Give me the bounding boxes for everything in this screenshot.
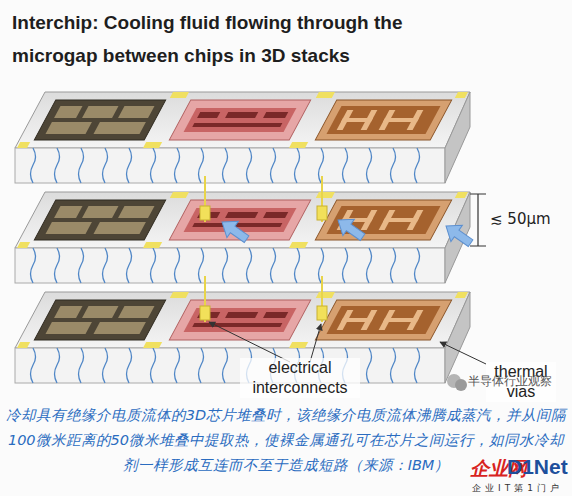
watermark: 半导体行业观察 (468, 373, 568, 390)
interconnect-pillar (200, 206, 210, 220)
interconnect-pillar (200, 306, 210, 320)
leader-line (310, 324, 321, 362)
leader-line (440, 342, 486, 364)
chip-layer (15, 92, 470, 183)
flow-arrow (216, 214, 252, 248)
dimension-bracket (470, 194, 486, 246)
leader-line (209, 322, 290, 362)
diagram-title: Interchip: Cooling fluid flowing through… (12, 6, 467, 72)
watermark-slogan: 企业IT第1门户 (472, 482, 572, 495)
watermark-logo: D1Net (507, 455, 571, 479)
flow-arrow (332, 212, 368, 246)
chip-layer (15, 192, 470, 283)
wechat-icon (455, 379, 467, 391)
interconnect-pillar (317, 306, 327, 320)
dimension-label: ≲ 50μm (490, 210, 560, 228)
interconnect-pillar (317, 206, 327, 220)
callout-label: electrical interconnects (240, 358, 360, 398)
